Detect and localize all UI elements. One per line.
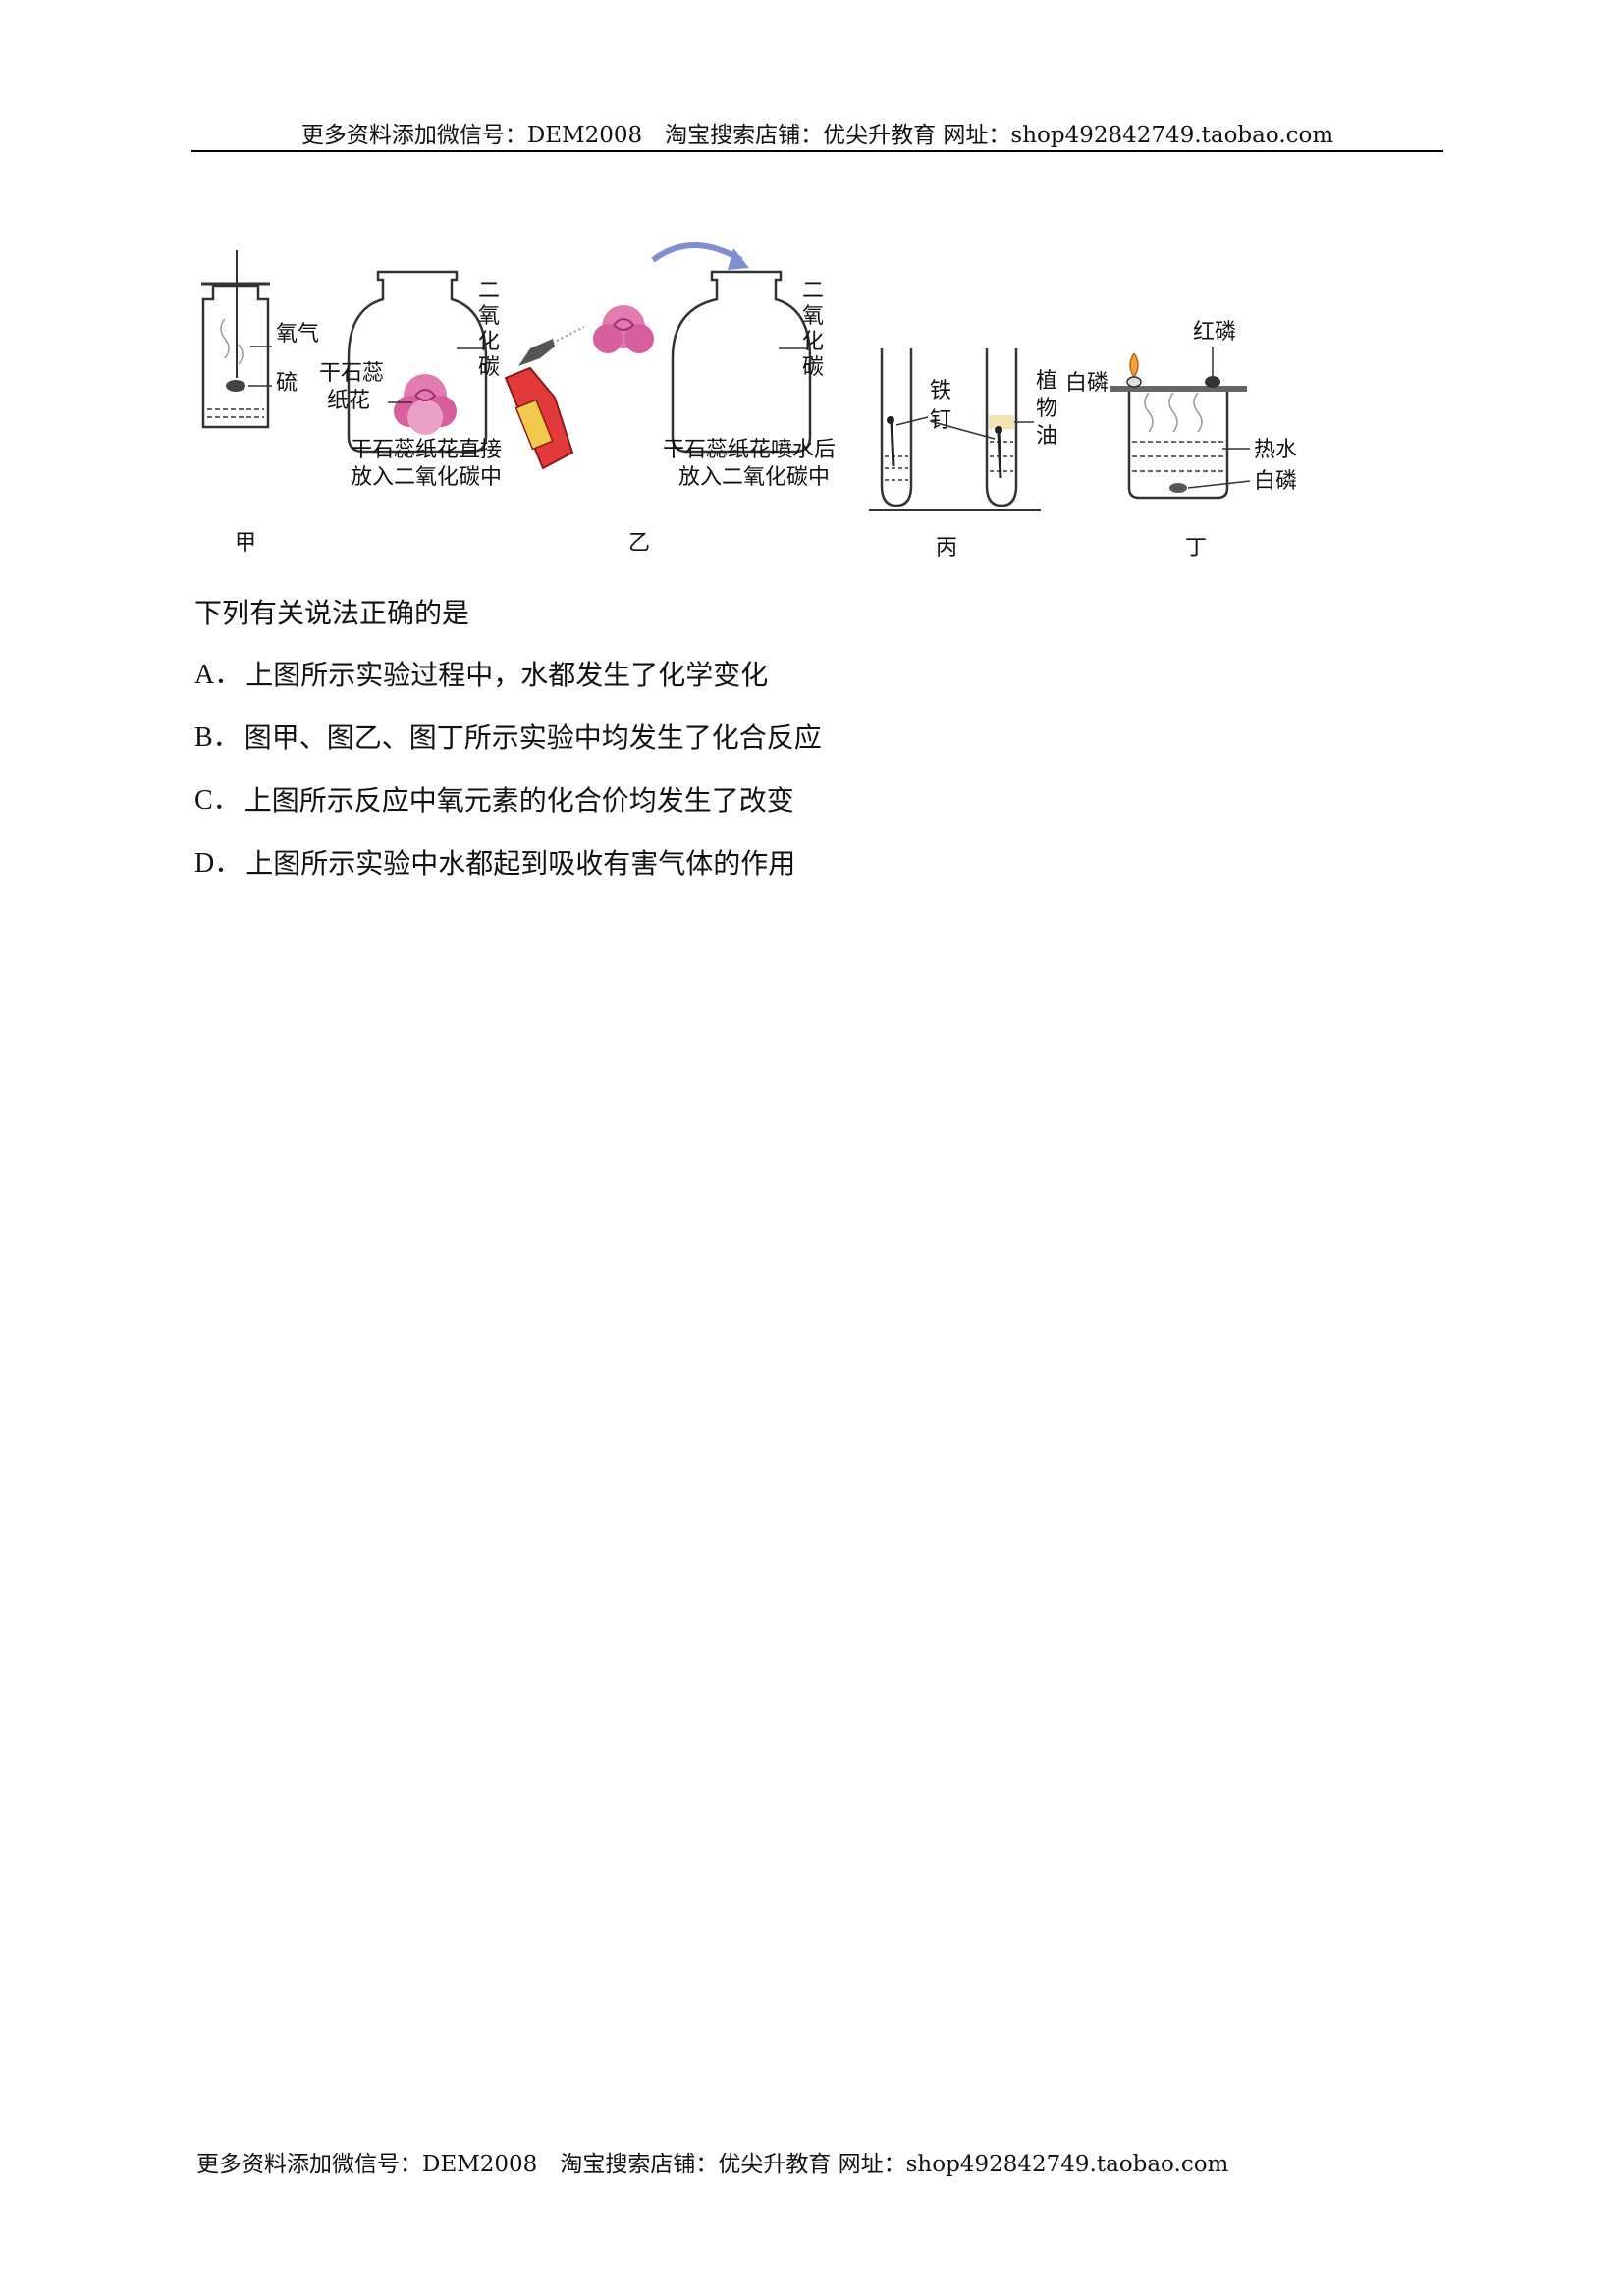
jia-label-gas: 氧气 [276,322,319,347]
yi-desc-2-line-1: 干石蕊纸花喷水后 [663,438,836,462]
bing-oil-char-2: 物 [1036,397,1057,421]
yi-co2-2-char-2: 氧 [802,304,824,329]
header-rule [191,150,1443,152]
jia-smoke [220,318,244,365]
option-letter: C． [194,785,241,816]
yi-co2-1-char-2: 氧 [478,304,500,329]
ding-label-white-p-top: 白磷 [1065,371,1109,396]
bing-nail-2 [997,431,1002,479]
yi-co2-1-char-3: 化 [478,330,500,354]
question-stem: 下列有关说法正确的是 [194,597,470,629]
option-b[interactable]: B． 图甲、图乙、图丁所示实验中均发生了化合反应 [194,719,822,781]
bing-oil [989,415,1014,429]
yi-jar-1 [347,270,488,454]
ding-red-p [1205,376,1220,388]
yi-co2-2-char-1: 二 [802,279,824,303]
bing-oil-char-3: 油 [1036,424,1057,449]
ding-white-p-bottom [1169,483,1187,493]
bing-tube-2 [985,348,1018,507]
ding-white-p-top [1126,376,1142,388]
setup-yi-2: 二 氧 化 碳 干石蕊纸花喷水后 放入二氧化碳中 乙 [628,242,836,556]
yi-flower-2 [593,305,654,353]
bing-caption: 丙 [936,536,957,561]
yi-flower-label-1: 干石蕊 [319,361,384,386]
yi-flower-1 [394,374,457,435]
option-d[interactable]: D． 上图所示实验中水都起到吸收有害气体的作用 [194,844,822,907]
bing-nail-char-2: 钉 [930,408,951,433]
jia-label-sulfur: 硫 [276,371,298,396]
setup-yi-spray [504,305,654,470]
yi-caption: 乙 [628,531,650,556]
setup-ding: 红磷 白磷 热水 白磷 丁 [1065,320,1297,561]
option-letter: B． [194,722,241,753]
spray-nozzle [518,339,555,366]
bing-nail-1 [890,421,895,467]
yi-co2-2-char-3: 化 [802,330,824,354]
ding-label-red-p: 红磷 [1193,320,1236,345]
yi-flower-label-2: 纸花 [327,389,370,413]
yi-desc-1-line-2: 放入二氧化碳中 [351,465,502,490]
yi-desc-2-line-2: 放入二氧化碳中 [678,465,830,490]
experiment-figure: 氧气 硫 甲 干石蕊 纸花 二 氧 化 碳 干石蕊纸花直接 放入二氧化碳中 [191,221,1345,569]
ding-flame [1129,352,1139,379]
option-c[interactable]: C． 上图所示反应中氧元素的化合价均发生了改变 [194,781,822,844]
jia-caption: 甲 [235,531,256,556]
option-text: 上图所示实验中水都起到吸收有害气体的作用 [245,847,796,880]
options-list: A． 上图所示实验过程中，水都发生了化学变化 B． 图甲、图乙、图丁所示实验中均… [194,656,822,907]
option-text: 图甲、图乙、图丁所示实验中均发生了化合反应 [244,721,822,754]
option-text: 上图所示反应中氧元素的化合价均发生了改变 [244,784,794,817]
option-a[interactable]: A． 上图所示实验过程中，水都发生了化学变化 [194,656,822,719]
ding-caption: 丁 [1185,536,1207,561]
jia-spoon [226,380,245,392]
bing-tube-1 [880,348,913,507]
option-letter: D． [194,848,243,879]
spray-label [514,399,554,451]
bing-oil-char-1: 植 [1036,369,1057,394]
ding-beaker [1127,392,1229,500]
experiment-diagram: 氧气 硫 甲 干石蕊 纸花 二 氧 化 碳 干石蕊纸花直接 放入二氧化碳中 [201,242,1297,561]
yi-co2-2-char-4: 碳 [802,355,824,380]
yi-jar-2 [671,270,812,454]
page-header: 更多资料添加微信号：DEM2008 淘宝搜索店铺：优尖升教育 网址：shop49… [300,123,1334,148]
ding-copper-plate [1110,386,1247,392]
setup-yi-1: 干石蕊 纸花 二 氧 化 碳 干石蕊纸花直接 放入二氧化碳中 [319,270,502,490]
setup-bing: 铁 钉 植 物 油 丙 [869,348,1057,561]
yi-co2-1-char-4: 碳 [478,355,500,380]
option-letter: A． [194,660,243,690]
ding-label-white-p-bottom: 白磷 [1254,469,1297,494]
ding-steam [1144,392,1203,433]
ding-label-hot-water: 热水 [1254,438,1297,462]
yi-desc-1-line-1: 干石蕊纸花直接 [351,438,502,462]
yi-co2-1-char-1: 二 [478,279,500,303]
bing-nail-char-1: 铁 [930,379,951,403]
page-footer: 更多资料添加微信号：DEM2008 淘宝搜索店铺：优尖升教育 网址：shop49… [196,2152,1229,2177]
setup-jia: 氧气 硫 甲 [201,250,319,556]
yi-transfer-arrow [651,242,743,263]
option-text: 上图所示实验过程中，水都发生了化学变化 [245,659,769,691]
